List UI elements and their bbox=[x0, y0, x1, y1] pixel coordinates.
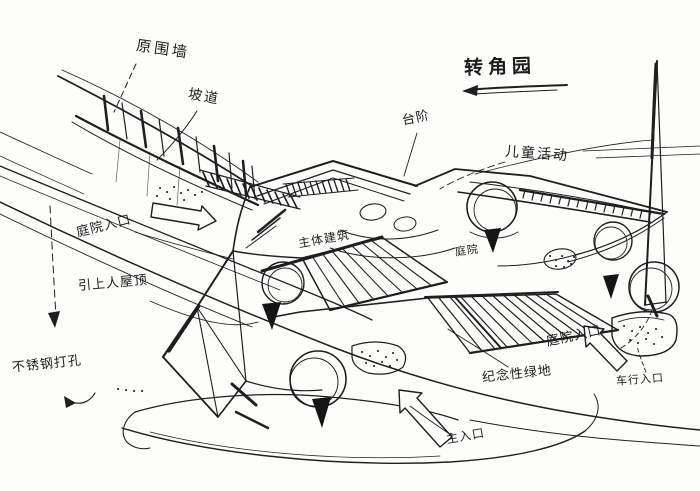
building-group bbox=[163, 140, 667, 428]
leaders-group bbox=[48, 85, 646, 435]
planting-bed bbox=[352, 342, 406, 374]
entrance-wedge bbox=[312, 397, 331, 428]
entrance-markers-group bbox=[262, 228, 619, 428]
entrance-wedge bbox=[262, 302, 281, 330]
road-group bbox=[0, 132, 700, 446]
label-courtyard: 庭院 bbox=[454, 242, 480, 259]
wall-ramp-group bbox=[58, 64, 300, 210]
entrance-wedge bbox=[484, 228, 501, 253]
tree bbox=[594, 222, 632, 260]
arrow-courtyard-entrance-right bbox=[584, 326, 627, 371]
label-vehicle-entrance: 车行入口 bbox=[615, 371, 665, 388]
arrow-courtyard-entrance-left bbox=[151, 203, 216, 230]
arrow-main-entrance bbox=[399, 390, 452, 447]
monument-spike bbox=[614, 61, 667, 352]
tree bbox=[262, 262, 304, 304]
paving-stone bbox=[612, 312, 677, 356]
entrance-wedge bbox=[603, 274, 619, 299]
label-children-activity: 儿童活动 bbox=[504, 143, 570, 165]
trees-group bbox=[262, 182, 679, 407]
sketch-title: 转角园 bbox=[463, 54, 537, 80]
direction-arrows-group bbox=[151, 203, 627, 447]
